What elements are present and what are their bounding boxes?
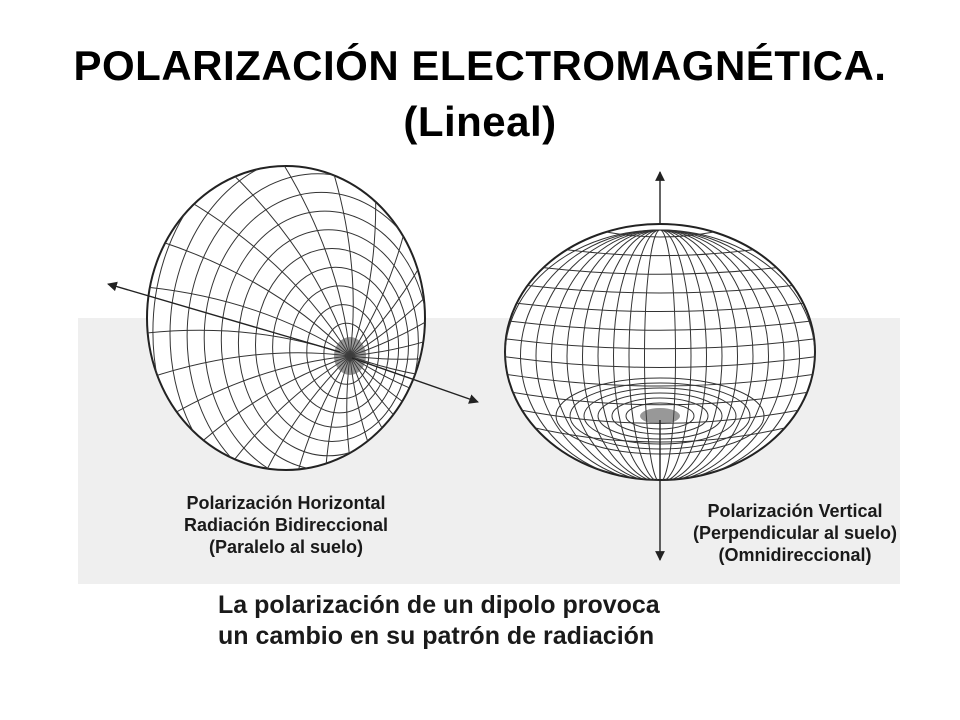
horizontal-label-line-2: Radiación Bidireccional bbox=[183, 515, 389, 535]
horizontal-axis-arrow-right bbox=[351, 357, 479, 404]
wireframe-meridian bbox=[349, 355, 425, 470]
wireframe-meridian bbox=[147, 216, 351, 357]
wireframe-meridian bbox=[147, 166, 351, 357]
wireframe-latitude bbox=[505, 338, 815, 350]
wireframe-latitude bbox=[516, 302, 804, 313]
vertical-polarization-label: Polarización Vertical (Perpendicular al … bbox=[655, 500, 935, 566]
wireframe-meridian bbox=[150, 166, 351, 357]
vertical-pattern bbox=[504, 171, 816, 561]
wireframe-ring bbox=[255, 248, 409, 442]
vertical-label-line-1: Polarización Vertical bbox=[707, 501, 883, 521]
wireframe-meridian bbox=[349, 166, 425, 357]
wireframe-meridian bbox=[349, 166, 425, 357]
wireframe-latitude bbox=[527, 285, 793, 294]
wireframe-meridian bbox=[278, 166, 354, 357]
wireframe-meridian bbox=[210, 355, 351, 470]
wireframe-meridian bbox=[349, 166, 425, 357]
slide-title: POLARIZACIÓN ELECTROMAGNÉTICA. (Lineal) bbox=[0, 38, 960, 150]
wireframe-meridian bbox=[349, 355, 425, 470]
caption-line-1: La polarización de un dipolo provoca bbox=[218, 591, 660, 619]
wireframe-ring bbox=[169, 166, 425, 470]
wireframe-ring bbox=[152, 166, 425, 470]
wireframe-latitude bbox=[606, 231, 714, 238]
vertical-label-line-3: (Omnidireccional) bbox=[718, 545, 872, 565]
wireframe-ring bbox=[186, 173, 425, 470]
slide-title-line-2: (Lineal) bbox=[403, 98, 557, 145]
wireframe-ring bbox=[220, 210, 425, 470]
horizontal-pattern bbox=[107, 165, 479, 471]
slide-title-line-1: POLARIZACIÓN ELECTROMAGNÉTICA. bbox=[73, 42, 887, 89]
wireframe-meridian bbox=[349, 216, 425, 357]
wireframe-ring bbox=[237, 229, 419, 457]
wireframe-ring bbox=[289, 285, 390, 414]
horizontal-label-line-3: (Paralelo al suelo) bbox=[208, 537, 364, 557]
caption-line-2: un cambio en su patrón de radiación bbox=[218, 622, 655, 650]
wireframe-latitude bbox=[509, 320, 811, 331]
vertical-pattern-throat bbox=[640, 408, 680, 424]
wireframe-ring bbox=[203, 191, 425, 470]
wireframe-meridian bbox=[349, 355, 425, 429]
horizontal-label-line-1: Polarización Horizontal bbox=[186, 493, 386, 513]
horizontal-axis-arrow-left bbox=[107, 281, 341, 353]
wireframe-meridian bbox=[147, 352, 351, 428]
wireframe-meridian bbox=[323, 355, 351, 470]
wireframe-latitude bbox=[543, 267, 777, 275]
wireframe-meridian bbox=[147, 355, 351, 470]
wireframe-meridian bbox=[346, 355, 422, 470]
figure-caption: La polarización de un dipolo provoca un … bbox=[218, 590, 758, 652]
wireframe-latitude bbox=[512, 391, 808, 406]
wireframe-meridian bbox=[349, 355, 425, 470]
wireframe-ring bbox=[306, 304, 380, 400]
wireframe-meridian bbox=[147, 355, 351, 470]
vertical-label-line-2: (Perpendicular al suelo) bbox=[692, 523, 898, 543]
wireframe-latitude bbox=[507, 374, 813, 387]
wireframe-longitude bbox=[505, 229, 815, 480]
wireframe-meridian bbox=[147, 283, 351, 357]
wireframe-meridian bbox=[277, 355, 351, 470]
wireframe-meridian bbox=[210, 166, 351, 357]
wireframe-meridian bbox=[349, 355, 425, 383]
wireframe-meridian bbox=[349, 166, 377, 357]
wireframe-latitude bbox=[505, 356, 815, 368]
wireframe-meridian bbox=[150, 355, 351, 470]
horizontal-polarization-label: Polarización Horizontal Radiación Bidire… bbox=[152, 492, 420, 558]
horizontal-pattern-throat bbox=[334, 337, 366, 375]
wireframe-meridian bbox=[349, 355, 425, 470]
wireframe-ring bbox=[272, 266, 400, 428]
wireframe-meridian bbox=[349, 284, 425, 360]
